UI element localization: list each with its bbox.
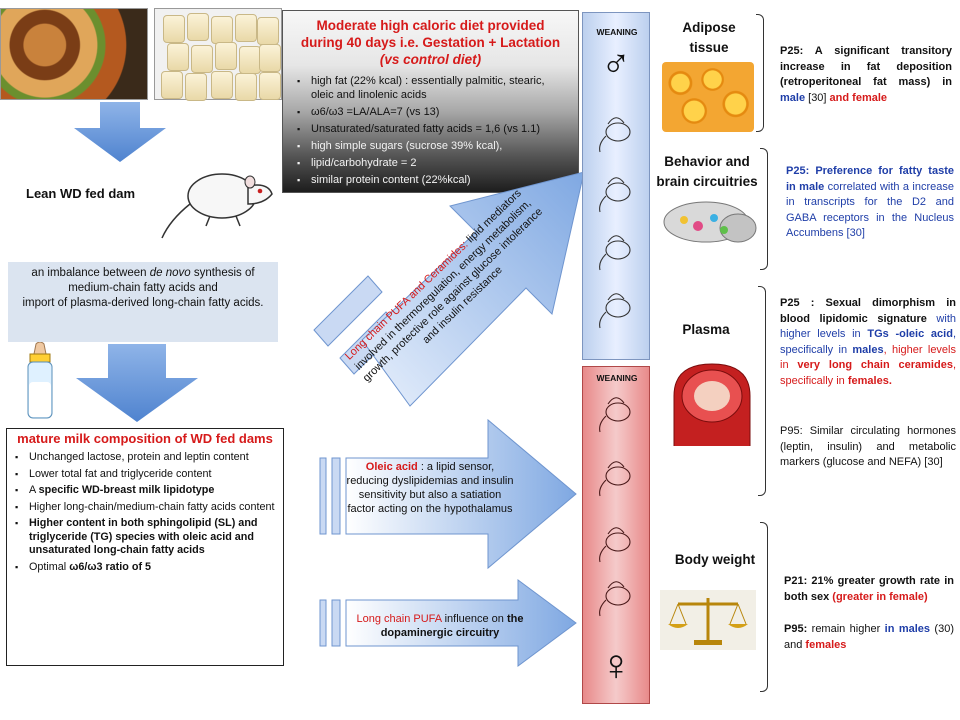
milk-title: mature milk composition of WD fed dams <box>17 431 273 446</box>
body-weight-p21-text: P21: 21% greater growth rate in both sex… <box>784 575 954 603</box>
imbalance-text-em: de novo <box>149 267 191 279</box>
down-arrow-1 <box>74 102 166 162</box>
imbalance-text-b: synthesis of medium-chain fatty acids an… <box>68 267 255 294</box>
milk-items: Unchanged lactose, protein and leptin co… <box>15 451 275 574</box>
female-column: WEANING <box>582 366 650 704</box>
diet-item: high simple sugars (sucrose 39% kcal), <box>297 139 568 153</box>
milk-item: Optimal ω6/ω3 ratio of 5 <box>15 561 275 575</box>
milk-item: Unchanged lactose, protein and leptin co… <box>15 451 275 465</box>
milk-item: Higher long-chain/medium-chain fatty aci… <box>15 501 275 515</box>
arrow-3-bold: the dopaminergic circuitry <box>380 613 524 639</box>
female-pup-icons <box>599 397 631 617</box>
blood-vessel-image <box>673 363 751 446</box>
arrow-3-mid: influence on <box>441 613 507 625</box>
male-symbol-icon: ♂ <box>601 42 631 86</box>
milk-composition-box: mature milk composition of WD fed dams U… <box>6 428 284 666</box>
arrow-2-rest: : a lipid sensor, reducing dyslipidemias… <box>346 461 514 515</box>
behavior-text: P25: Preference for fatty taste in male … <box>786 165 954 239</box>
pufa-arrow <box>319 579 577 667</box>
milk-item: Lower total fat and triglyceride content <box>15 468 275 482</box>
diet-title-line-3: (vs control diet) <box>379 52 482 67</box>
diet-item: high fat (22% kcal) : essentially palmit… <box>297 74 568 102</box>
diet-item: ω6/ω3 =LA/ALA=7 (vs 13) <box>297 105 568 119</box>
baby-bottle-icon <box>27 342 53 419</box>
body-weight-p95-text: P95: remain higher in males (30) and fem… <box>784 623 954 651</box>
diagonal-arrow <box>313 171 585 407</box>
adipose-bracket <box>756 14 764 132</box>
weaning-label-top: WEANING <box>596 27 638 37</box>
behavior-bracket <box>760 148 768 270</box>
imbalance-box: an imbalance between de novo synthesis o… <box>8 262 278 342</box>
weaning-label-bottom: WEANING <box>596 373 638 383</box>
plasma-p95-text: P95: Similar circulating hormones (lepti… <box>780 425 956 468</box>
imbalance-text-c: import of plasma-derived long-chain fatt… <box>22 297 264 309</box>
female-symbol-icon: ♀ <box>599 641 633 690</box>
arrow-3-red: Long chain PUFA <box>356 613 442 625</box>
imbalance-text-a: an imbalance between <box>31 267 150 279</box>
diet-items: high fat (22% kcal) : essentially palmit… <box>293 74 568 187</box>
diet-title-line-2: during 40 days i.e. Gestation + Lactatio… <box>300 35 561 50</box>
adipose-tissue-image <box>662 62 754 132</box>
diet-item: Unsaturated/saturated fatty acids = 1,6 … <box>297 122 568 136</box>
plasma-bracket <box>758 286 766 496</box>
milk-item: A specific WD-breast milk lipidotype <box>15 484 275 498</box>
adipose-text: P25: A significant transitory increase i… <box>780 45 952 104</box>
male-pup-icons <box>599 117 631 329</box>
rat-drawing <box>161 173 273 239</box>
arrow-2-text: Oleic acid : a lipid sensor, reducing dy… <box>346 460 514 516</box>
brain-image <box>663 201 757 243</box>
body-weight-heading: Body weight <box>674 552 756 567</box>
arrow-2-red: Oleic acid <box>365 461 418 473</box>
milk-item: Higher content in both sphingolipid (SL)… <box>15 517 275 558</box>
plasma-p25-text: P25 : Sexual dimorphism in blood lipidom… <box>780 297 956 387</box>
dam-label: Lean WD fed dam <box>26 186 136 201</box>
male-column: WEANING ♂ <box>582 12 650 360</box>
oleic-acid-arrow <box>319 418 577 570</box>
scales-icon <box>660 590 756 650</box>
diet-item: lipid/carbohydrate = 2 <box>297 156 568 170</box>
snack-food-photo <box>154 8 282 101</box>
diet-description-box: Moderate high caloric diet provided duri… <box>282 10 579 193</box>
plasma-heading: Plasma <box>682 322 730 337</box>
arrow-3-text: Long chain PUFA influence on the dopamin… <box>340 612 540 640</box>
body-weight-bracket <box>760 522 768 692</box>
diet-title-line-1: Moderate high caloric diet provided <box>316 18 545 33</box>
down-arrow-2 <box>76 344 198 422</box>
junk-food-photo <box>0 8 148 100</box>
diet-item: similar protein content (22%kcal) <box>297 173 568 187</box>
